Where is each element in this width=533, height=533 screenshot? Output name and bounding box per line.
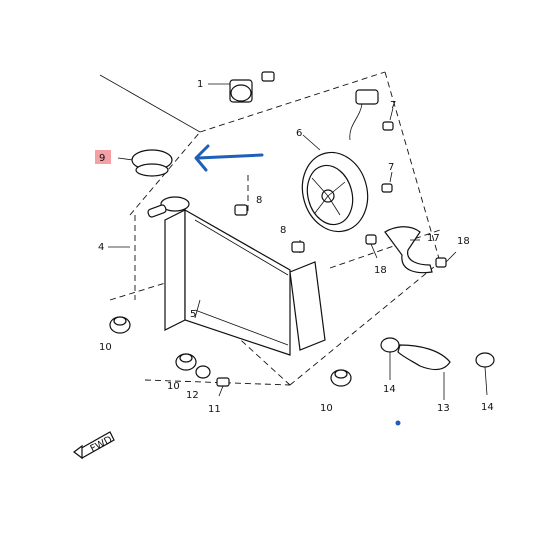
callout-18-left: 18 (374, 265, 387, 276)
clamp-part-left (380, 337, 400, 380)
grommet-part-left (109, 316, 131, 334)
callout-4: 4 (98, 242, 104, 253)
callout-8-lower: 8 (280, 225, 286, 236)
callout-14-left: 14 (383, 384, 396, 395)
pointer-arrow-icon (194, 144, 264, 172)
bolt-part-lower (381, 171, 393, 193)
bolt-part-11 (216, 377, 230, 397)
grommet-part-right (330, 369, 352, 387)
radiator-core-part (184, 208, 326, 356)
collar-part (195, 365, 211, 379)
callout-highlight-box (95, 150, 111, 164)
callout-1: 1 (197, 79, 203, 90)
clip-part-lower (291, 241, 305, 253)
marker-dot (395, 420, 401, 426)
radiator-tank-part (108, 196, 190, 331)
callout-13: 13 (437, 403, 450, 414)
thermo-switch-part (208, 71, 275, 103)
clamp-part-18b (435, 251, 457, 268)
grommet-part-center (175, 353, 197, 371)
callout-8-upper: 8 (256, 195, 262, 206)
forward-direction-icon: FWD (73, 431, 115, 460)
callout-7-lower: 7 (388, 162, 394, 173)
hose-part-upper (384, 226, 433, 274)
callout-10-center: 10 (167, 381, 180, 392)
fwd-badge-label: FWD (89, 434, 115, 455)
callout-9: 9 (99, 153, 105, 164)
clamp-part-right (475, 352, 495, 396)
callout-12: 12 (186, 390, 199, 401)
fan-part (301, 89, 379, 233)
callout-11: 11 (208, 404, 221, 415)
callout-6: 6 (296, 128, 302, 139)
callout-5: 5 (190, 309, 196, 320)
callout-14-right: 14 (481, 402, 494, 413)
clip-part-upper (234, 204, 248, 216)
callout-18-right: 18 (457, 236, 470, 247)
hose-part (397, 344, 451, 400)
callout-10-right: 10 (320, 403, 333, 414)
radiator-cap-part (117, 149, 173, 177)
clamp-part-18a (365, 234, 378, 259)
bolt-part-upper (382, 107, 394, 131)
callout-7-upper: 7 (390, 100, 396, 111)
callout-10-left: 10 (99, 342, 112, 353)
callout-17: 17 (427, 233, 440, 244)
